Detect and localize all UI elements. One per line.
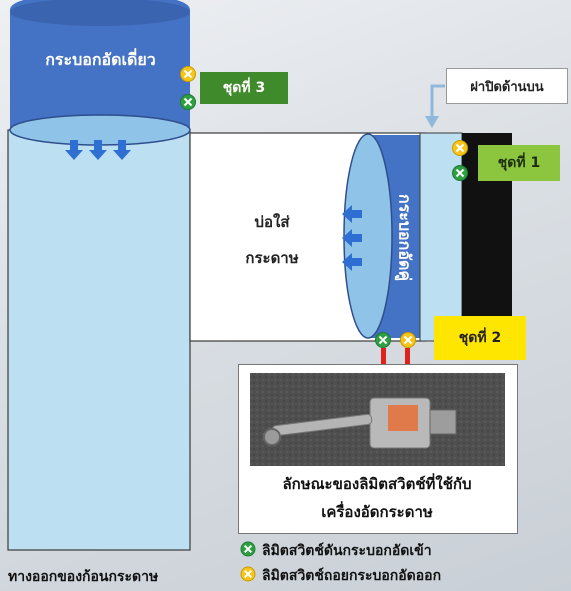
left-arrow-icon xyxy=(342,253,362,271)
top-cylinder-body xyxy=(10,0,190,128)
down-arrow-icon xyxy=(113,140,131,160)
exit-label: ทางออกของก้อนกระดาษ xyxy=(8,569,159,585)
photo-caption-line1: ลักษณะของลิมิตสวิตช์ที่ใช้กับ xyxy=(282,475,472,493)
paper-bin-label-line2: กระดาษ xyxy=(245,249,299,267)
paper-bin-label-line1: บ่อใส่ xyxy=(254,213,290,231)
yellow-switch-icon xyxy=(452,140,468,156)
legend-green-switch-icon xyxy=(240,541,256,557)
legend-item-retract: ลิมิตสวิตช์ถอยกระบอกอัดออก xyxy=(262,568,442,584)
left-arrow-icon xyxy=(342,205,362,223)
switch-photo xyxy=(250,373,505,466)
legend-yellow-switch-icon xyxy=(240,566,256,582)
left-arrows xyxy=(342,205,362,271)
yellow-switch-icon xyxy=(180,66,196,82)
top-lid-callout: ฝาปิดด้านบน xyxy=(446,68,568,104)
main-chamber xyxy=(7,129,191,551)
lid-panel xyxy=(419,132,463,342)
green-switch-icon xyxy=(452,165,468,181)
set1-badge: ชุดที่ 1 xyxy=(478,145,560,181)
set3-badge: ชุดที่ 3 xyxy=(200,72,288,104)
legend-item-push-in: ลิมิตสวิตช์ดันกระบอกอัดเข้า xyxy=(262,543,432,559)
down-arrows xyxy=(65,140,131,160)
lid-connector-arrow-icon xyxy=(425,116,439,128)
top-press-label: กระบอกอัดเดี่ยว xyxy=(45,50,156,69)
down-arrow-icon xyxy=(65,140,83,160)
pair-cylinder-face xyxy=(343,133,393,339)
yellow-switch-icon xyxy=(400,332,416,348)
lid-connector xyxy=(430,84,445,118)
left-arrow-icon xyxy=(342,229,362,247)
top-cylinder-cap xyxy=(10,0,190,26)
green-switch-icon xyxy=(375,332,391,348)
pair-press-label: กระบอกอัดคู่ xyxy=(395,193,415,282)
set2-badge: ชุดที่ 2 xyxy=(434,316,526,360)
down-arrow-icon xyxy=(89,140,107,160)
green-switch-icon xyxy=(180,94,196,110)
photo-caption-line2: เครื่องอัดกระดาษ xyxy=(321,503,433,521)
switch-icons xyxy=(180,66,468,582)
